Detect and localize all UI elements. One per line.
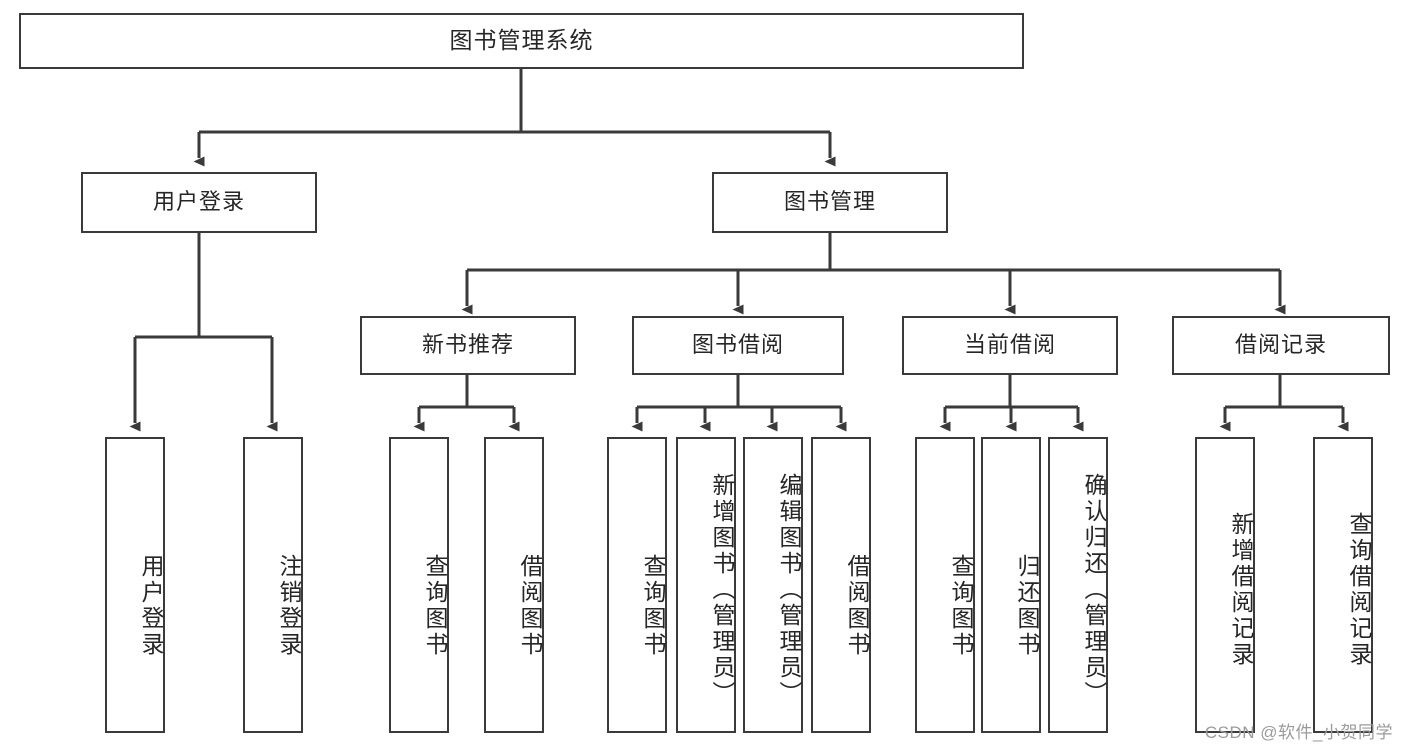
leaf-borrow-record-add-record[interactable]: 新增借阅记录: [1195, 437, 1255, 733]
node-new-book-recommend[interactable]: 新书推荐: [360, 316, 576, 375]
leaf-current-borrow-return-book[interactable]: 归还图书: [981, 437, 1041, 733]
node-borrow-record[interactable]: 借阅记录: [1172, 316, 1390, 375]
node-current-borrow[interactable]: 当前借阅: [902, 316, 1118, 375]
leaf-current-borrow-query-book[interactable]: 查询图书: [915, 437, 975, 733]
leaf-new-book-query-book[interactable]: 查询图书: [389, 437, 449, 733]
leaf-book-borrow-edit-book-admin[interactable]: 编辑图书（管理员）: [743, 437, 803, 733]
leaf-current-borrow-confirm-return-admin[interactable]: 确认归还（管理员）: [1048, 437, 1108, 733]
leaf-user-login-logout[interactable]: 注销登录: [243, 437, 303, 733]
leaf-user-login-login[interactable]: 用户登录: [105, 437, 165, 733]
leaf-book-borrow-borrow-book[interactable]: 借阅图书: [811, 437, 871, 733]
node-user-login[interactable]: 用户登录: [81, 172, 317, 233]
node-root-book-management-system[interactable]: 图书管理系统: [19, 13, 1024, 69]
node-book-management[interactable]: 图书管理: [712, 172, 948, 233]
leaf-new-book-borrow-book[interactable]: 借阅图书: [484, 437, 544, 733]
node-book-borrow[interactable]: 图书借阅: [632, 316, 844, 375]
leaf-book-borrow-add-book-admin[interactable]: 新增图书（管理员）: [676, 437, 736, 733]
leaf-book-borrow-query-book[interactable]: 查询图书: [607, 437, 667, 733]
csdn-watermark: CSDN @软件_小贺同学: [1204, 723, 1393, 742]
leaf-borrow-record-query-record[interactable]: 查询借阅记录: [1313, 437, 1373, 733]
